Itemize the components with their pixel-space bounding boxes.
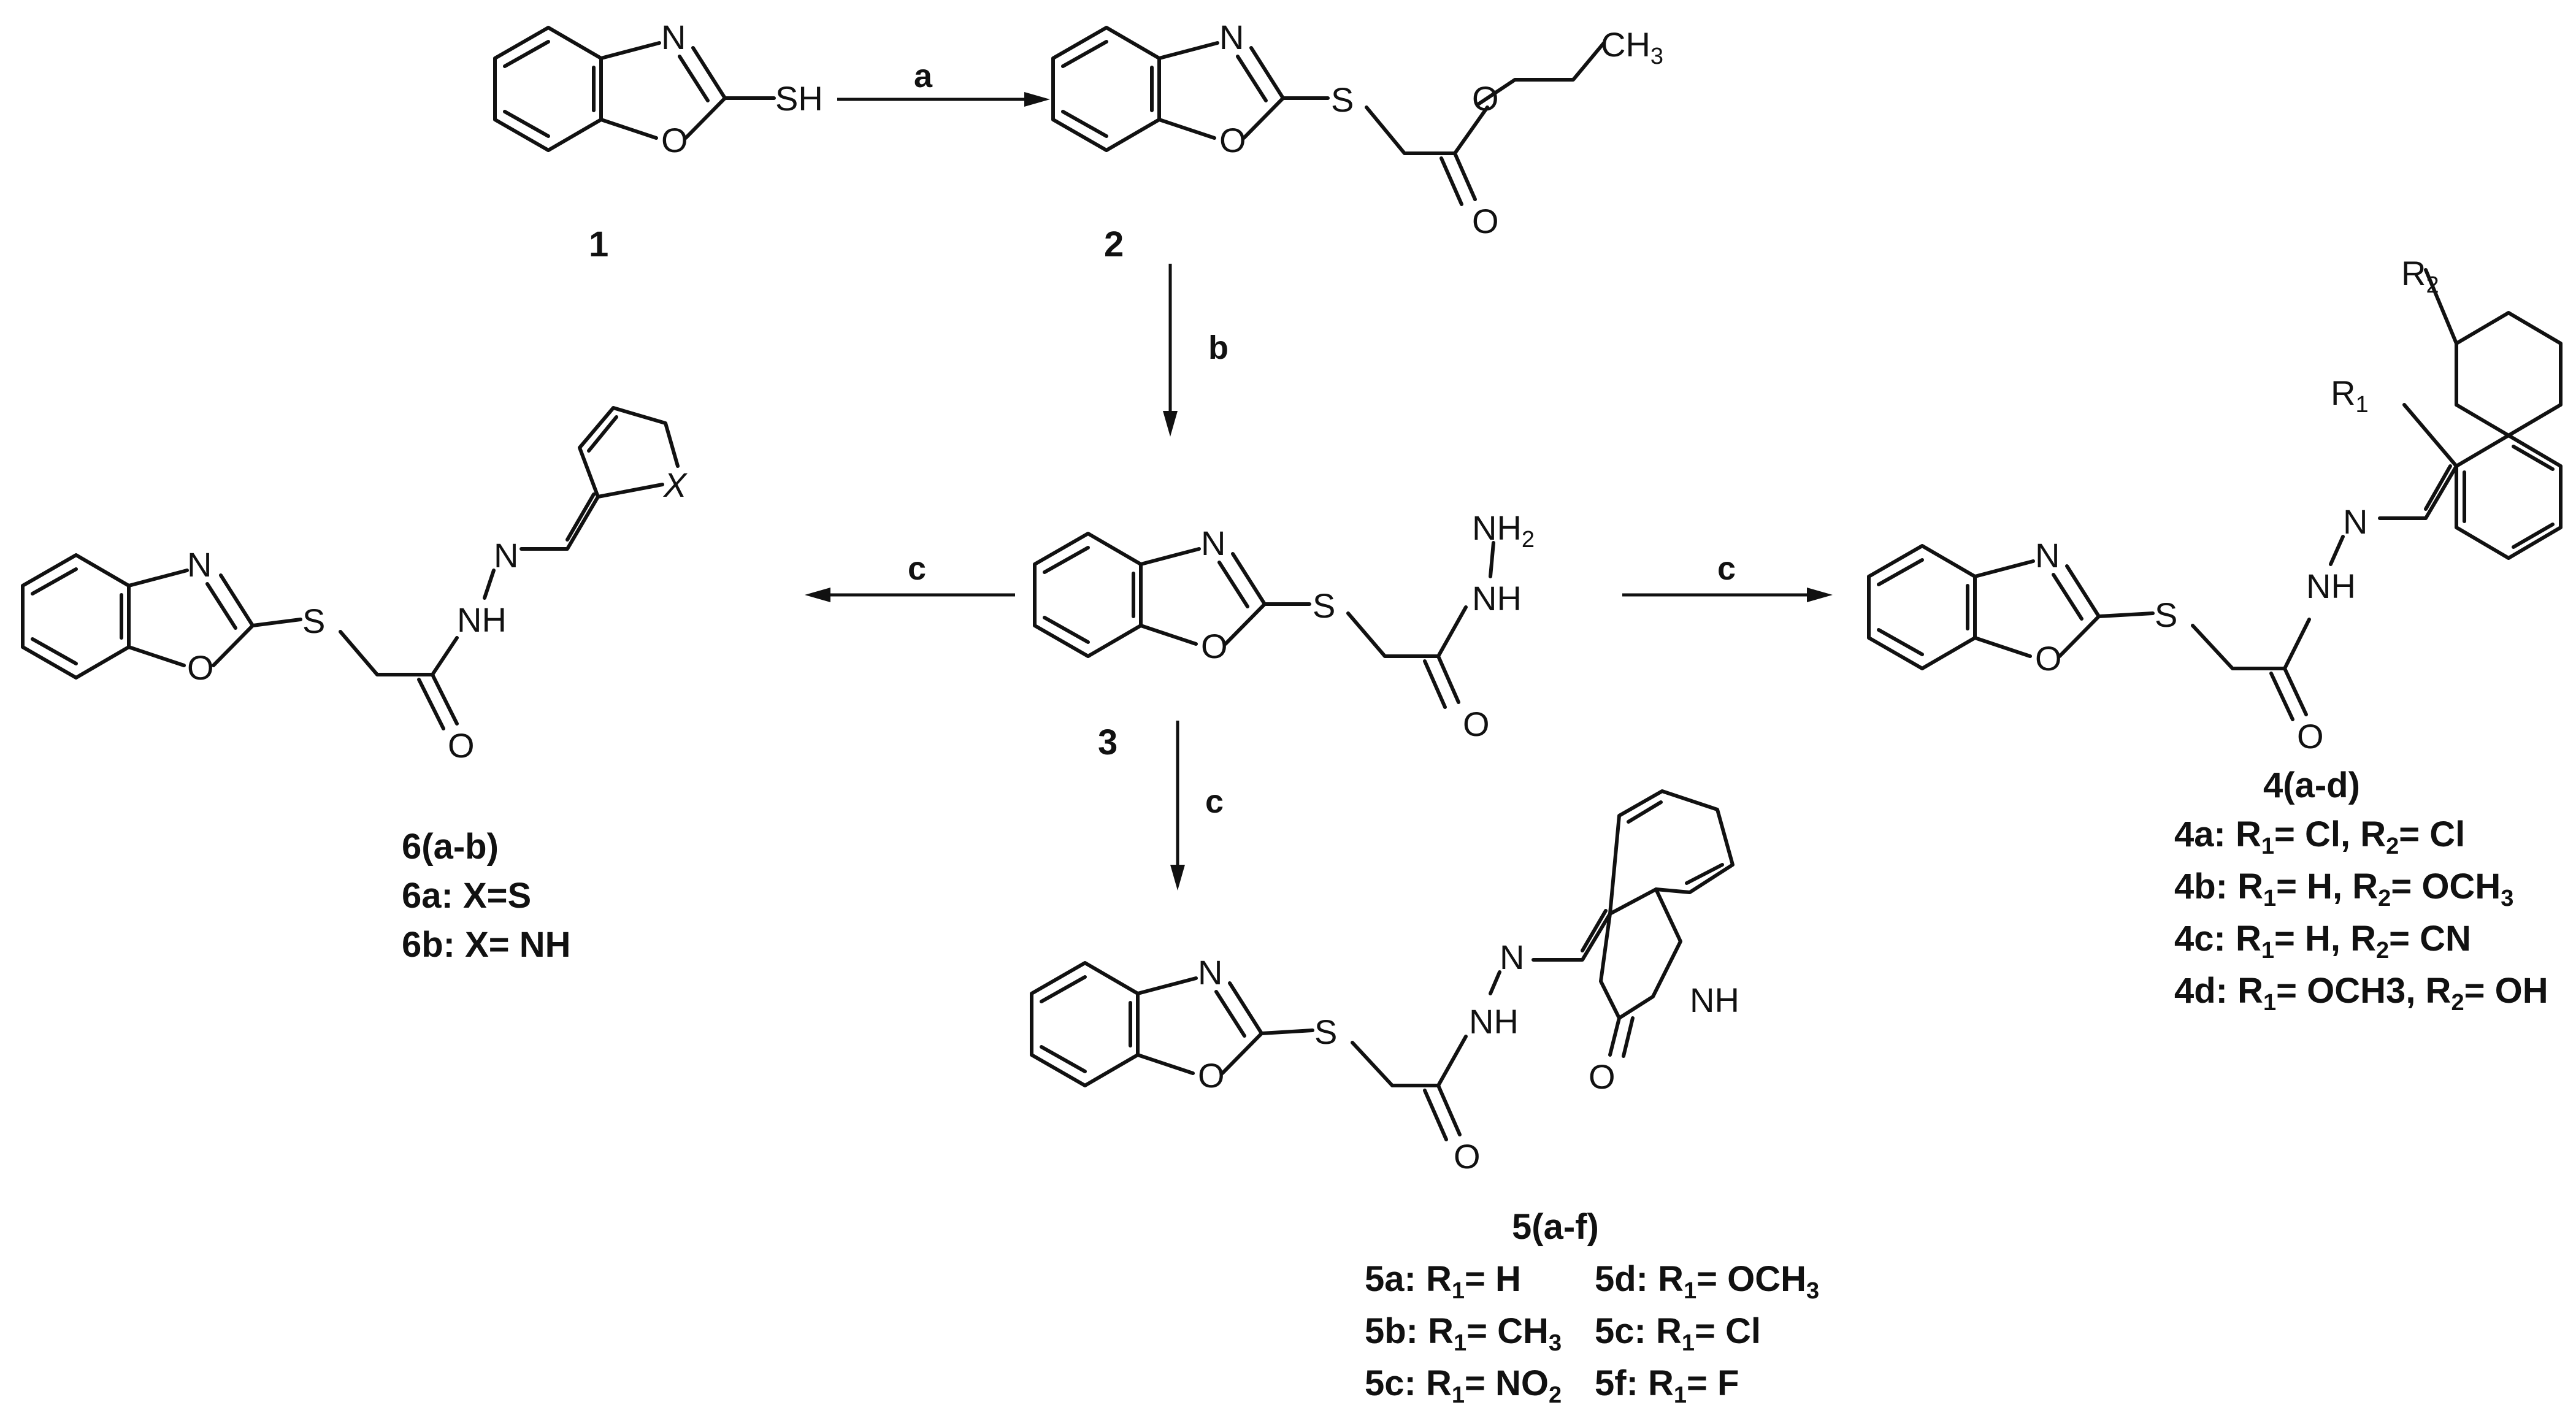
compound-6-label: 6(a-b): [402, 827, 499, 867]
compound-4-label-block: 4(a-d) 4a: R1= Cl, R2= Cl 4b: R1= H, R2=…: [2174, 765, 2548, 1016]
atom-n: N: [187, 545, 212, 584]
atom-nh: NH: [2306, 567, 2356, 605]
compound-2-label: 2: [1104, 224, 1124, 264]
compound-5c: 5c: R1= NO2: [1365, 1363, 1562, 1408]
compound-1-label: 1: [589, 224, 608, 264]
atom-o: O: [1201, 627, 1228, 665]
compound-5d: 5d: R1= OCH3: [1595, 1259, 1819, 1304]
atom-x: X: [662, 465, 688, 504]
compound-4b: 4b: R1= H, R2= OCH3: [2174, 867, 2513, 911]
reagent-b: b: [1208, 329, 1229, 366]
arrow-c-down: c: [1170, 721, 1224, 891]
atom-o: O: [448, 726, 475, 765]
compound-5-label: 5(a-f): [1512, 1207, 1599, 1247]
atom-s: S: [1314, 1013, 1337, 1051]
atom-o: O: [2297, 717, 2324, 756]
compound-6-structure: N O S NH N O X: [21, 406, 688, 765]
compound-2-structure: N O S O O CH3: [1051, 18, 1663, 240]
atom-nh: NH: [457, 600, 507, 639]
atom-nh: NH: [1469, 1002, 1519, 1041]
compound-5-label-block: 5(a-f) 5a: R1= H 5b: R1= CH3 5c: R1= NO2…: [1365, 1207, 1819, 1408]
compound-1-structure: N O SH: [493, 18, 823, 159]
reagent-c: c: [1717, 550, 1736, 587]
atom-n: N: [1198, 953, 1222, 992]
atom-r1: R1: [2331, 373, 2369, 418]
atom-o: O: [1198, 1056, 1225, 1095]
arrow-a: a: [837, 58, 1050, 107]
compound-3-structure: N O S NH NH2 O: [1033, 508, 1535, 743]
atom-n: N: [1201, 524, 1225, 562]
compound-6a: 6a: X=S: [402, 876, 531, 916]
atom-n: N: [661, 18, 686, 56]
atom-sh: SH: [775, 79, 823, 118]
compound-4a: 4a: R1= Cl, R2= Cl: [2174, 814, 2465, 859]
compound-4d: 4d: R1= OCH3, R2= OH: [2174, 971, 2548, 1016]
compound-5b: 5b: R1= CH3: [1365, 1311, 1562, 1356]
atom-ch3: CH3: [1601, 25, 1663, 69]
atom-n: N: [2035, 536, 2060, 575]
arrow-b: b: [1163, 264, 1229, 437]
compound-3-label: 3: [1098, 722, 1117, 762]
atom-nh: NH: [1472, 579, 1522, 618]
atom-o: O: [1463, 705, 1490, 743]
compound-4-structure: N O S NH N O R1 R2: [1867, 254, 2563, 756]
atom-n: N: [1219, 18, 1244, 56]
compound-5a: 5a: R1= H: [1365, 1259, 1521, 1304]
atom-s: S: [1331, 80, 1354, 119]
atom-o: O: [1219, 121, 1246, 159]
compound-6-label-block: 6(a-b) 6a: X=S 6b: X= NH: [402, 827, 571, 965]
atom-o: O: [187, 648, 214, 687]
arrow-c-right: c: [1622, 550, 1833, 602]
compound-6b: 6b: X= NH: [402, 925, 571, 965]
atom-o: O: [661, 121, 688, 159]
compound-4-label: 4(a-d): [2263, 765, 2360, 805]
compound-5-structure: N O S NH N O NH O: [1030, 789, 1739, 1176]
compound-5e: 5c: R1= Cl: [1595, 1311, 1761, 1356]
compound-5f: 5f: R1= F: [1595, 1363, 1739, 1408]
atom-s: S: [302, 602, 325, 640]
compound-4c: 4c: R1= H, R2= CN: [2174, 919, 2471, 963]
atom-o: O: [1454, 1137, 1481, 1176]
atom-s: S: [1313, 586, 1335, 625]
atom-n: N: [1500, 938, 1524, 976]
atom-o: O: [2035, 639, 2062, 678]
atom-s: S: [2155, 596, 2177, 634]
reagent-a: a: [914, 58, 933, 94]
atom-n: N: [494, 536, 518, 575]
reagent-c: c: [1205, 783, 1224, 820]
atom-o: O: [1472, 79, 1499, 118]
atom-nh: NH: [1690, 981, 1739, 1019]
atom-o: O: [1472, 202, 1499, 240]
atom-o: O: [1589, 1057, 1616, 1096]
reagent-c: c: [908, 550, 926, 587]
arrow-c-left: c: [805, 550, 1015, 602]
atom-nh2: NH2: [1472, 508, 1535, 553]
atom-n: N: [2343, 502, 2367, 541]
atom-r2: R2: [2401, 254, 2439, 298]
